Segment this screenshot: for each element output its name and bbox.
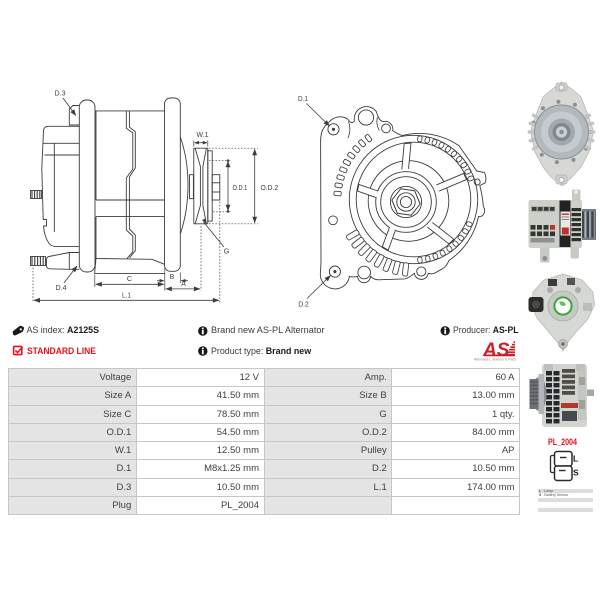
svg-text:Alternators, Starters & Parts: Alternators, Starters & Parts [474,358,517,362]
svg-text:A: A [181,279,186,288]
svg-text:C: C [127,274,132,283]
svg-text:O.D.2: O.D.2 [261,183,279,192]
svg-text:D.3: D.3 [55,89,66,98]
svg-text:D.4: D.4 [56,283,67,292]
svg-text:O.D.1: O.D.1 [233,183,248,192]
svg-text:L.1: L.1 [122,290,131,299]
svg-text:PL_2004: PL_2004 [548,437,577,447]
svg-text:B: B [170,274,175,281]
svg-text:D.2: D.2 [298,300,309,309]
svg-text:L: L [573,454,578,464]
svg-text:G: G [224,247,230,256]
svg-text:D.1: D.1 [298,94,308,103]
svg-text:W.1: W.1 [197,130,209,139]
svg-text:S: S [573,468,579,478]
